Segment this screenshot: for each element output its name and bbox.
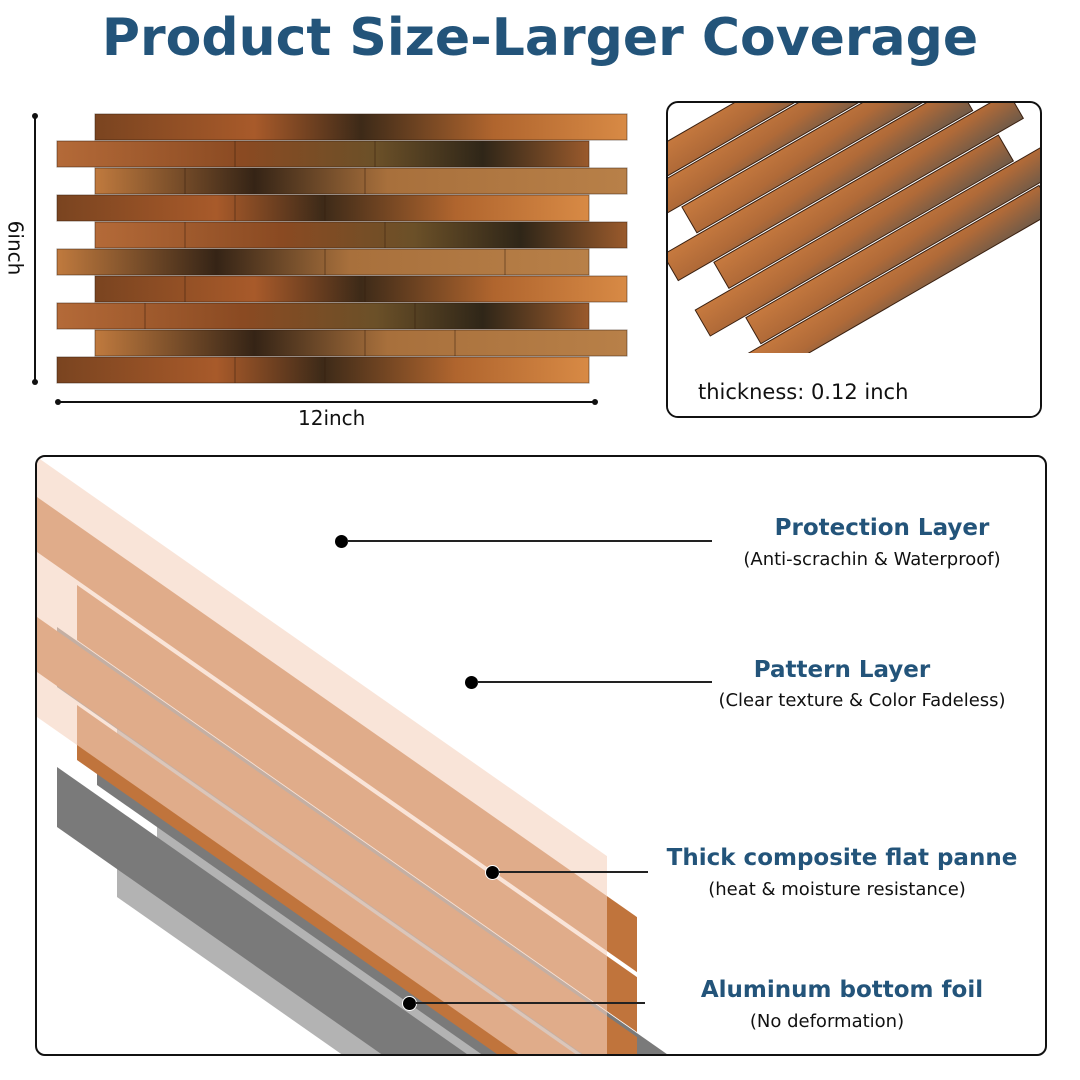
layer-structure-box: Protection Layer (Anti-scrachin & Waterp… <box>35 455 1047 1056</box>
foil-leader-line <box>415 1002 645 1004</box>
angled-tile-image <box>668 103 1040 416</box>
thickness-label: thickness: 0.12 inch <box>698 380 909 404</box>
width-dimension-line <box>55 399 598 405</box>
layer-exploded-illustration <box>37 457 737 1054</box>
pattern-layer-title: Pattern Layer <box>753 657 931 683</box>
height-label: 6inch <box>3 220 28 276</box>
width-label: 12inch <box>298 406 366 430</box>
protection-layer-title: Protection Layer <box>774 515 990 541</box>
protection-leader-line <box>347 540 712 542</box>
pattern-leader-line <box>477 681 712 683</box>
composite-layer-desc: (heat & moisture resistance) <box>708 879 966 900</box>
composite-leader-line <box>498 871 648 873</box>
foil-layer-desc: (No deformation) <box>749 1011 905 1032</box>
thickness-view-box: thickness: 0.12 inch <box>666 101 1042 418</box>
height-dimension-line <box>32 113 38 385</box>
copper-tile-sheet-image <box>56 113 628 384</box>
pattern-layer-desc: (Clear texture & Color Fadeless) <box>718 690 1006 711</box>
protection-layer-desc: (Anti-scrachin & Waterproof) <box>743 549 1001 570</box>
page-title: Product Size-Larger Coverage <box>101 8 979 68</box>
tile-front-view <box>55 110 635 385</box>
foil-layer-title: Aluminum bottom foil <box>700 977 984 1003</box>
composite-layer-title: Thick composite flat panne <box>666 845 1018 871</box>
